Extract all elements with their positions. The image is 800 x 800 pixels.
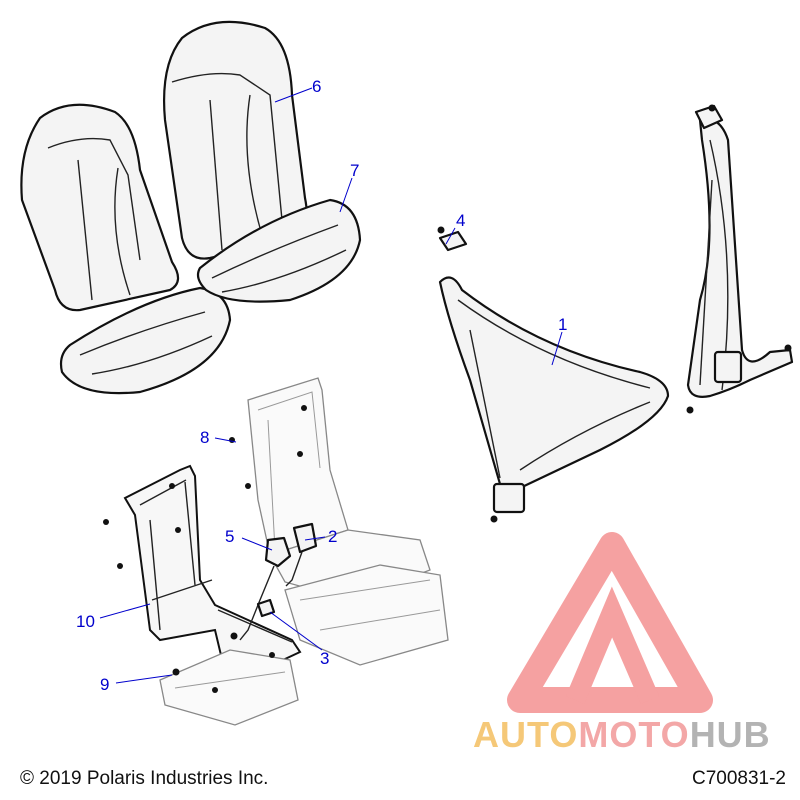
callout-labels: 1 2 3 4 5 6 7 8 9 10 <box>76 77 567 694</box>
rear-seat-frame <box>229 377 449 666</box>
leader-lines <box>99 87 563 684</box>
callout-6: 6 <box>312 77 321 96</box>
copyright-notice: © 2019 Polaris Industries Inc. <box>20 768 269 789</box>
watermark-text: AUTOMOTOHUB <box>473 714 771 756</box>
callout-7: 7 <box>350 161 359 180</box>
callout-4: 4 <box>456 211 465 230</box>
buckle-assemblies <box>230 522 318 641</box>
seat-belt-assembly <box>437 104 794 523</box>
callout-10: 10 <box>76 612 95 631</box>
callout-5: 5 <box>225 527 234 546</box>
watermark-auto: AUTO <box>473 714 579 755</box>
callout-2: 2 <box>328 527 337 546</box>
watermark-logo <box>507 532 713 713</box>
drawing-number: C700831-2 <box>691 768 786 789</box>
watermark-moto: MOTO <box>578 714 690 755</box>
left-seat <box>20 103 232 395</box>
callout-9: 9 <box>100 675 109 694</box>
front-seat-frame <box>103 464 302 726</box>
callout-1: 1 <box>558 315 567 334</box>
watermark-hub: HUB <box>689 714 771 755</box>
callout-3: 3 <box>320 649 329 668</box>
right-seat <box>162 20 362 303</box>
callout-8: 8 <box>200 428 209 447</box>
